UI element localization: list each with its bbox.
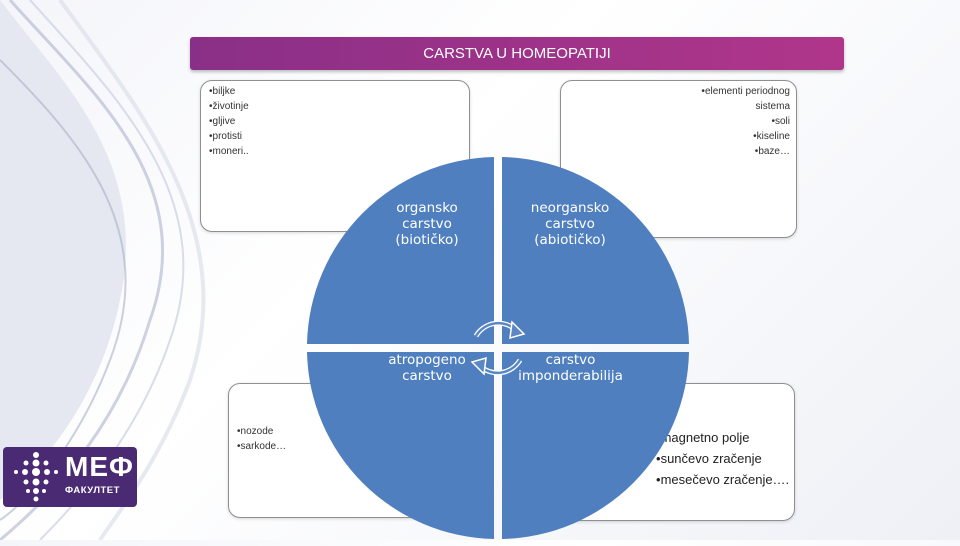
list-item: životinje [209, 99, 469, 114]
list-item: protisti [209, 129, 469, 144]
list-item: gljive [209, 114, 469, 129]
quadrant-anthropogenic [307, 352, 494, 539]
quadrant-inorganic [502, 157, 689, 344]
logo-subtext: ФАКУЛТЕТ [65, 485, 120, 496]
quadrant-imponderabilia [502, 352, 689, 539]
list-item: sunčevo zračenje [656, 448, 794, 469]
mef-logo: МЕФ ФАКУЛТЕТ [3, 447, 137, 507]
kingdom-circle [307, 157, 689, 539]
list-item: kiseline [561, 129, 790, 144]
logo-dots-icon [14, 452, 58, 502]
list-item: nozode [237, 424, 465, 439]
list-item: elementi periodnog sistema [561, 84, 790, 114]
list-item: baze… [561, 144, 790, 159]
list-item: biljke [209, 84, 469, 99]
quadrant-label-inorganic: neorgansko carstvo (abiotičko) [530, 200, 610, 248]
quadrant-label-organic: organsko carstvo (biotičko) [395, 200, 459, 248]
list-item: mesečevo zračenje…. [656, 469, 794, 490]
quadrant-organic [307, 157, 494, 344]
list-item: moneri.. [209, 144, 469, 159]
list-item: soli [561, 114, 790, 129]
list-item: sarkode… [237, 439, 465, 454]
quadrant-label-anthropogenic: atropogeno carstvo [388, 352, 466, 384]
diagram-title: CARSTVA U HOMEOPATIJI [190, 37, 844, 70]
logo-text: МЕФ [65, 451, 134, 482]
list-item: magnetno polje [656, 427, 794, 448]
quadrant-label-imponderabilia: carstvo imponderabilija [518, 352, 623, 384]
